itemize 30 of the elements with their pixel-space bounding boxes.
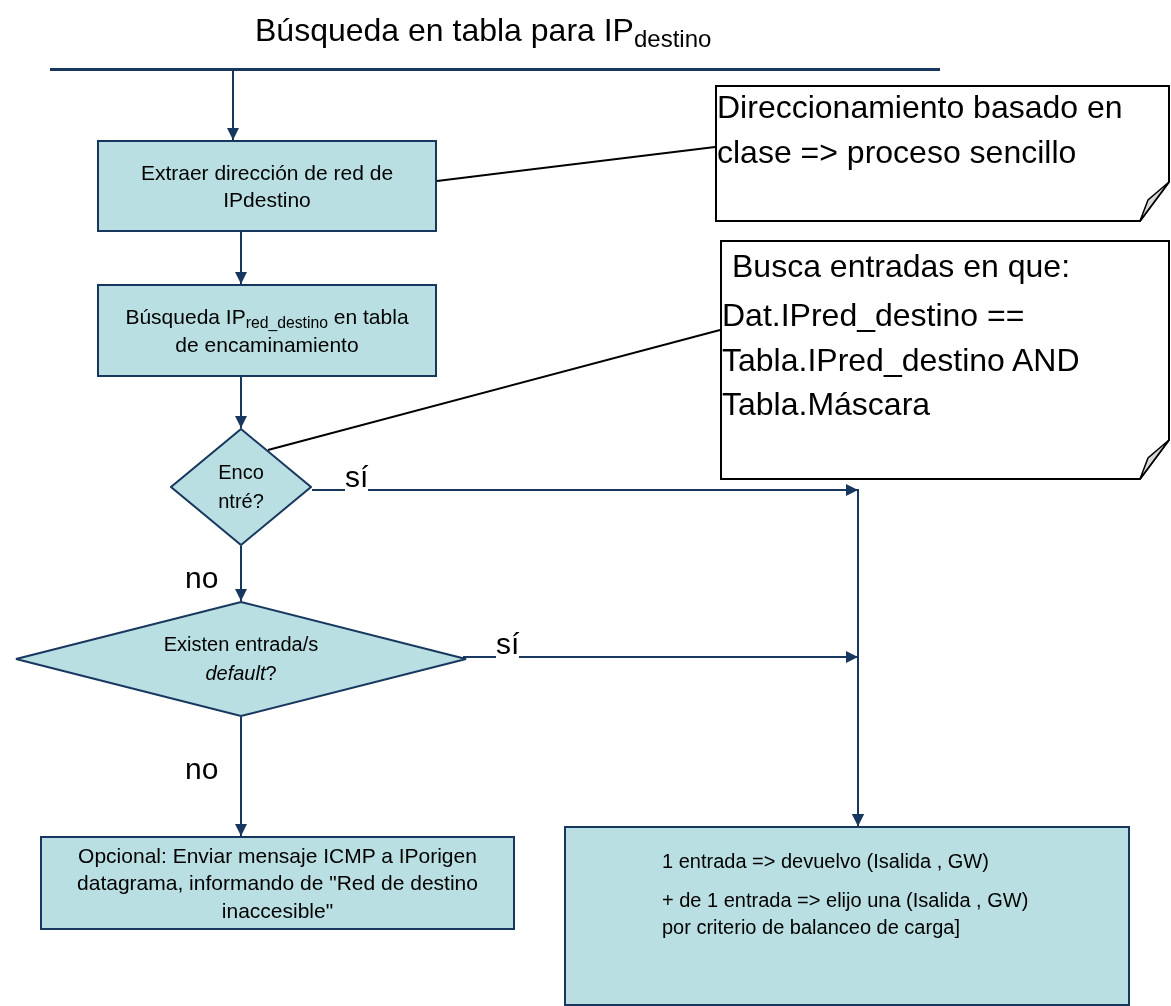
arrow (462, 651, 864, 827)
edge-label: sí (345, 462, 369, 492)
process-box (97, 140, 437, 232)
box-text: Extraer dirección de red de IPdestino (139, 159, 395, 213)
box-text: Búsqueda IP$_{red_destino}$ en tabla de encaminamiento (124, 304, 410, 358)
decision-diamond (170, 428, 312, 546)
arrow (227, 70, 239, 141)
process-box (97, 284, 437, 377)
decision-diamond (15, 601, 467, 717)
box-text: + de 1 entrada => elijo una (Isalida , GW) por criterio de balanceo de carga] (662, 888, 1030, 940)
box-text: Opcional: Enviar mensaje ICMP a IPorigen datagrama, informando de "Red de destino inaccesible" (76, 843, 479, 924)
note-callout (715, 85, 1170, 222)
diagram-title: Búsqueda en tabla para IP$_{destino}$ (255, 14, 712, 46)
leader-line (436, 146, 716, 182)
arrow (235, 376, 247, 429)
note-callout (720, 240, 1170, 480)
leader-line (267, 329, 721, 451)
process-box (40, 836, 515, 930)
divider-bar (50, 68, 940, 71)
decision-text: Existen entrada/s default? (162, 632, 320, 686)
box-text: 1 entrada => devuelvo (Isalida , GW) (662, 849, 990, 874)
arrow (235, 716, 247, 837)
edge-label: sí (496, 629, 520, 659)
arrow (235, 231, 247, 285)
arrow (235, 545, 247, 602)
decision-text: Enco ntré? (217, 460, 265, 514)
note-text: Dat.IPred_destino == Tabla.IPred_destino AND Tabla.Máscara (721, 295, 1081, 425)
note-text: Busca entradas en que: (731, 247, 1071, 286)
process-box (564, 826, 1130, 1006)
note-text: Direccionamiento basado en clase => proceso sencillo (716, 88, 1124, 172)
